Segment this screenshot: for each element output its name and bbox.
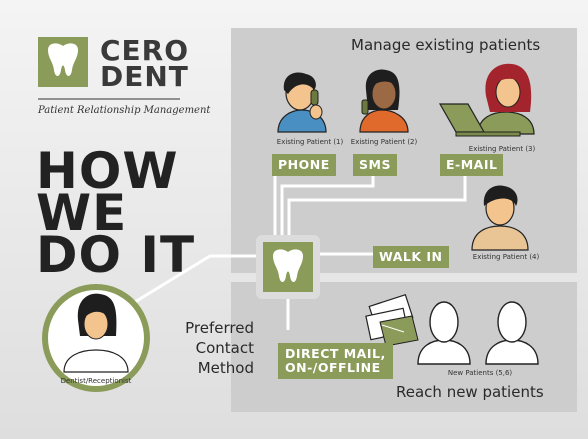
patient-2-illustration — [359, 69, 409, 133]
headline-line3: DO IT — [36, 226, 196, 284]
patient-1-illustration — [277, 72, 327, 133]
channel-direct-mail-line2: ON-/OFFLINE — [285, 360, 381, 375]
patient-3-illustration — [438, 63, 535, 137]
preferred-contact-line3: Method — [197, 359, 254, 377]
channel-phone: PHONE — [272, 154, 336, 176]
new-patients-label: New Patients (5,6) — [447, 369, 513, 377]
brand-name-line1: CERO — [100, 34, 190, 67]
headline-line2: WE — [36, 184, 128, 242]
new-patients-illustration — [417, 301, 539, 365]
preferred-contact-line1: Preferred — [185, 319, 254, 337]
existing-patients-title: Manage existing patients — [351, 36, 541, 54]
channel-walk-in: WALK IN — [373, 246, 449, 268]
channel-email: E-MAIL — [440, 154, 504, 176]
brand-logo-icon — [38, 37, 88, 87]
dentist-illustration — [42, 284, 150, 392]
dentist-label: Dentist/Receptionist — [60, 377, 132, 385]
preferred-contact-line2: Contact — [195, 339, 254, 357]
headline-line1: HOW — [36, 142, 179, 200]
patient-4-illustration — [471, 185, 529, 251]
patient-3-label: Existing Patient (3) — [468, 145, 536, 153]
direct-mail-illustration — [365, 293, 419, 347]
channel-sms: SMS — [353, 154, 397, 176]
preferred-contact-label: Preferred Contact Method — [160, 318, 254, 378]
brand-name-line2: DENT — [100, 60, 189, 93]
patient-2-label: Existing Patient (2) — [350, 138, 418, 146]
brand-tagline: Patient Relationship Management — [38, 105, 211, 116]
patient-1-label: Existing Patient (1) — [276, 138, 344, 146]
patient-4-label: Existing Patient (4) — [472, 253, 540, 261]
channel-direct-mail-line1: DIRECT MAIL, — [285, 346, 386, 361]
new-patients-title: Reach new patients — [396, 383, 544, 401]
central-hub-tooth-icon — [256, 235, 320, 299]
channel-direct-mail: DIRECT MAIL, ON-/OFFLINE — [278, 343, 393, 379]
